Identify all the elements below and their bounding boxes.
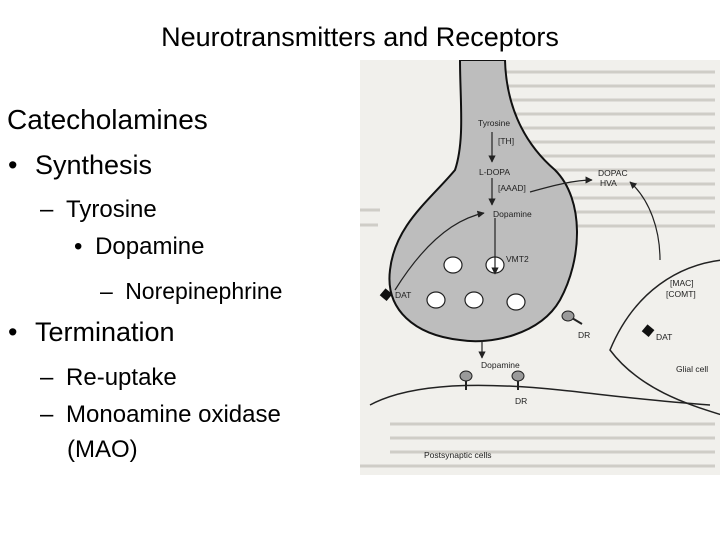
bullet-mao-cont: (MAO) — [67, 436, 138, 464]
label-vmt2: VMT2 — [506, 254, 529, 264]
label-th: [TH] — [498, 136, 514, 146]
bullet-text: Tyrosine — [66, 196, 157, 223]
label-dat-right: DAT — [656, 332, 672, 342]
bullet-marker: • — [8, 317, 18, 347]
label-dr-pre: DR — [578, 330, 590, 340]
bullet-reuptake: – Re-uptake — [40, 364, 177, 392]
bullet-marker: – — [100, 278, 113, 304]
postsynaptic-membrane — [369, 384, 711, 406]
bullet-dopamine: • Dopamine — [74, 233, 204, 261]
bullet-norepinephrine: – Norepinephrine — [100, 278, 282, 305]
label-dopac: DOPAC — [598, 168, 628, 178]
label-comt: [COMT] — [666, 289, 696, 299]
bullet-marker: – — [40, 196, 54, 223]
presynaptic-dat-transporter — [379, 288, 393, 302]
bullet-text: Dopamine — [95, 233, 205, 260]
bullet-text: Re-uptake — [66, 364, 177, 391]
postsynaptic-dr-receptor — [459, 370, 525, 390]
bullet-text: Synthesis — [34, 150, 153, 180]
bullet-termination: • Termination — [8, 317, 175, 348]
glial-cell — [609, 259, 720, 416]
bullet-synthesis: • Synthesis — [8, 150, 152, 181]
arrow-dat-reuptake — [394, 210, 485, 291]
bullet-marker: – — [40, 401, 54, 428]
vesicle — [426, 291, 446, 309]
label-dopamine-inner: Dopamine — [493, 209, 532, 219]
vesicle — [506, 293, 526, 311]
bullet-text: (MAO) — [67, 436, 138, 463]
arrow-to-dopac — [529, 176, 593, 193]
label-hva: HVA — [600, 178, 617, 188]
bullet-tyrosine: – Tyrosine — [40, 196, 157, 224]
label-dat-left: DAT — [395, 290, 411, 300]
label-dr-post: DR — [515, 396, 527, 406]
slide-title: Neurotransmitters and Receptors — [161, 22, 559, 52]
bullet-mao: – Monoamine oxidase — [40, 401, 281, 429]
label-glial-cell: Glial cell — [676, 364, 708, 374]
bullet-text: Monoamine oxidase — [66, 401, 281, 428]
bullet-text: Norepinephrine — [125, 278, 283, 304]
arrow-glia-metab — [629, 181, 661, 261]
bullet-marker: • — [74, 233, 83, 260]
heading-catecholamines: Catecholamines — [7, 104, 208, 135]
synapse-diagram: Tyrosine [TH] L-DOPA [AAAD] Dopamine VMT… — [360, 60, 720, 475]
label-tyrosine: Tyrosine — [478, 118, 510, 128]
presynaptic-terminal — [388, 60, 578, 343]
vesicle — [464, 291, 484, 309]
label-ldopa: L-DOPA — [479, 167, 510, 177]
label-dopamine-cleft: Dopamine — [481, 360, 520, 370]
presynaptic-dr-receptor — [561, 310, 583, 325]
label-aaad: [AAAD] — [498, 183, 526, 193]
glial-dat-transporter — [641, 324, 655, 338]
bullet-marker: – — [40, 364, 54, 391]
bullet-marker: • — [8, 150, 18, 180]
bullet-text: Termination — [34, 317, 175, 347]
label-postsynaptic: Postsynaptic cells — [424, 450, 492, 460]
vesicle — [443, 256, 463, 274]
label-mac: [MAC] — [670, 278, 694, 288]
dopamine-synapse-figure: Tyrosine [TH] L-DOPA [AAAD] Dopamine VMT… — [360, 60, 720, 475]
